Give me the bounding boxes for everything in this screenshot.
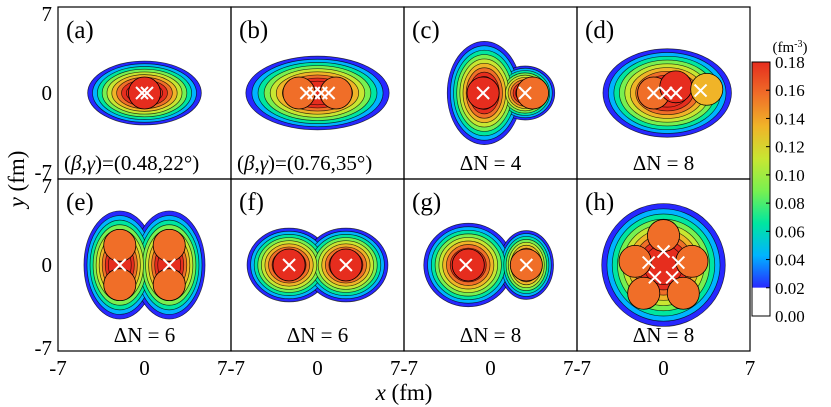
center-cross-marker [135,86,149,100]
density-peak [319,76,353,110]
density-peak [128,76,161,110]
center-cross-marker [282,258,296,272]
colorbar-tick-label: 0.12 [775,138,805,157]
colorbar-tick-label: 0.18 [775,53,805,72]
center-cross-marker [476,86,490,100]
delta-n-note: ΔN = 4 [460,151,522,175]
density-peak [516,76,549,110]
x-tick-label: 0 [658,356,669,380]
panel-label: (g) [412,189,441,216]
center-cross-marker [656,244,671,259]
density-peak [282,76,316,110]
colorbar-tick-label: 0.08 [775,194,805,213]
center-cross-marker [646,86,661,100]
density-peak [647,219,680,252]
center-cross-marker [162,258,176,272]
panel-e: (e) ΔN = 6 [57,178,232,352]
y-tick-label: 7 [42,2,53,26]
x-axis-label: x (fm) [375,380,433,405]
density-peak [103,268,137,302]
colorbar-tick-label: 0.02 [775,279,805,298]
density-peak [666,276,700,310]
colorbar-frame [751,61,771,317]
center-cross-marker [669,86,683,100]
center-cross-marker [518,86,532,100]
panel-frame [576,178,751,352]
center-cross-marker [648,270,662,284]
panel-a: (a) (β,γ)=(0.48,22°) [57,6,232,180]
panel-b: (b) (β,γ)=(0.76,35°) [230,6,405,180]
colorbar-tick-label: 0.06 [775,222,805,241]
delta-n-note: ΔN = 6 [114,323,176,347]
center-cross-marker [339,258,353,272]
panel-d: (d) ΔN = 8 [576,6,751,180]
y-tick-label: 7 [42,174,53,198]
x-tick-label: 0 [139,356,150,380]
colorbar-tick-label: 0.00 [775,307,805,326]
colorbar-tick-label: 0.16 [775,81,805,100]
colorbar: 0.18 0.16 0.14 0.12 0.10 0.08 0.06 0.04 0.02 0.00… [751,39,808,326]
panel-label: (c) [412,17,440,44]
panel-label: (b) [239,17,268,44]
colorbar-unit: (fm-3) [772,39,807,57]
delta-n-note: ΔN = 6 [287,323,349,347]
center-cross-marker [113,258,127,272]
panel-f: (f) ΔN = 6 [230,178,405,352]
center-cross-marker [665,270,679,284]
density-peak [152,228,186,262]
colorbar-tick-label: 0.14 [775,109,805,128]
x-tick-label: 7-7 [217,356,245,380]
delta-n-note: ΔN = 8 [460,323,522,347]
density-peak [103,228,137,262]
delta-n-note: ΔN = 8 [633,323,695,347]
density-peak [152,268,186,302]
density-peak [690,72,724,106]
center-cross-marker [641,255,656,270]
x-tick-label: 0 [312,356,323,380]
panel-label: (f) [239,189,264,216]
colorbar-gradient [752,62,770,288]
density-peak [627,276,661,310]
delta-n-note: ΔN = 8 [633,151,695,175]
x-tick-label: 7-7 [390,356,418,380]
panel-label: (d) [585,17,614,44]
y-tick-label: -7 [35,160,53,184]
center-cross-marker [519,258,534,272]
x-tick-label: 7 [745,356,756,380]
panel-h: (h) ΔN = 8 [576,178,751,352]
y-tick-label: -7 [35,336,53,360]
y-tick-label: 0 [42,81,53,105]
colorbar-tick-label: 0.04 [775,251,805,270]
x-tick-label: 7-7 [563,356,591,380]
center-cross-marker [693,83,708,98]
deformation-note: (β,γ)=(0.76,35°) [237,151,372,175]
panel-g: (g) ΔN = 8 [403,178,578,352]
density-peak [451,248,485,282]
center-cross-marker [671,255,686,270]
colorbar-white-band [752,287,770,316]
panel-c: (c) ΔN = 4 [403,6,578,180]
panels-group: (a) (β,γ)=(0.48,22°) (b) (β,γ)=(0.76,35°) (c… [57,6,751,352]
center-cross-marker [321,86,336,100]
colorbar-tick-label: 0.10 [775,166,805,185]
center-cross-marker [459,258,473,272]
y-axis-label: y (fm) [4,151,29,210]
y-tick-label: 0 [42,253,53,277]
density-peak [659,70,693,104]
x-tick-label: 0 [485,356,496,380]
panel-label: (h) [585,189,614,216]
deformation-note: (β,γ)=(0.48,22°) [64,151,199,175]
x-tick-label: -7 [49,356,67,380]
panel-label: (e) [66,189,94,216]
center-cross-marker [659,86,673,100]
panel-label: (a) [66,17,94,44]
center-cross-marker [140,86,154,100]
